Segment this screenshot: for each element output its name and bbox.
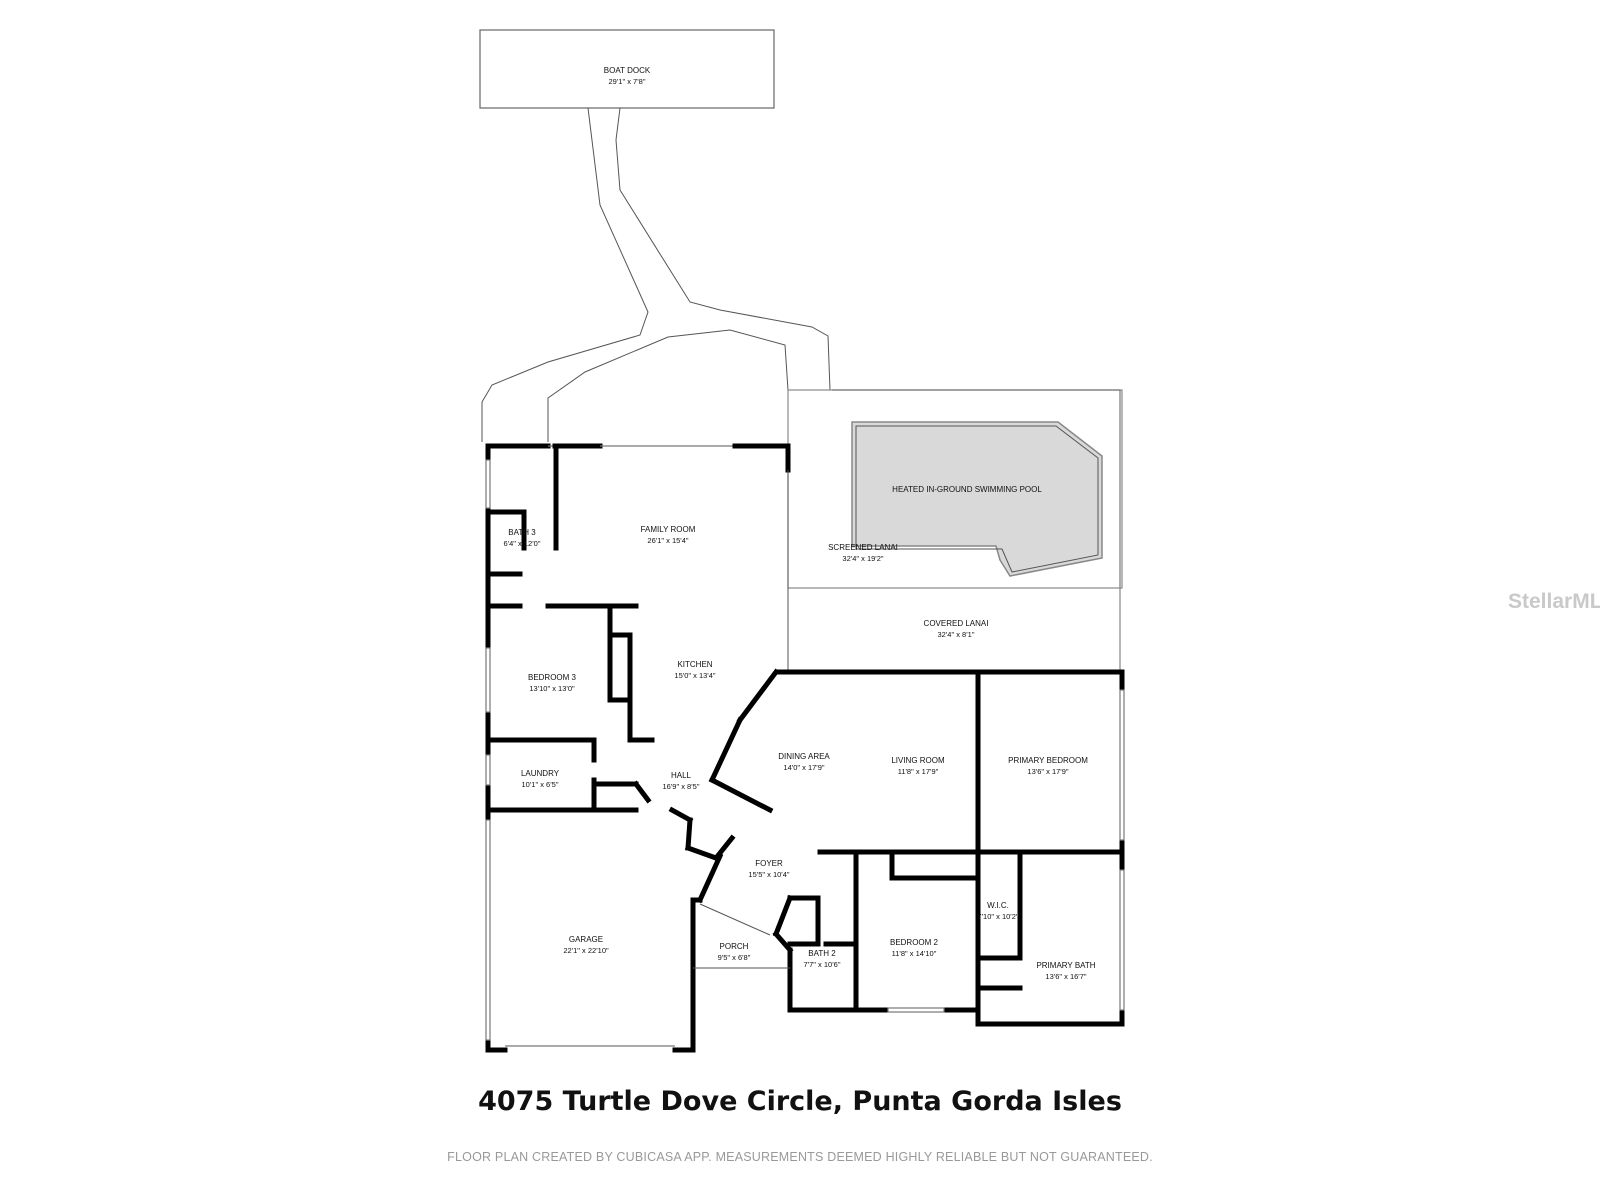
pool-shape (851, 421, 1103, 577)
primary-bedroom-label: PRIMARY BEDROOM (1008, 756, 1088, 765)
pool-label: HEATED IN-GROUND SWIMMING POOL (892, 485, 1042, 494)
floor-plan-disclaimer: FLOOR PLAN CREATED BY CUBICASA APP. MEAS… (447, 1150, 1153, 1164)
kitchen-label: KITCHEN (677, 660, 712, 669)
bedroom-3-dimensions: 13'10" x 13'0" (529, 684, 575, 693)
porch-label: PORCH (720, 942, 749, 951)
bath-3-label: BATH 3 (508, 528, 536, 537)
stellar-mls-watermark: StellarMLS (1508, 590, 1600, 613)
laundry-label: LAUNDRY (521, 769, 560, 778)
screened-lanai-label: SCREENED LANAI (828, 543, 898, 552)
covered-lanai-label: COVERED LANAI (924, 619, 989, 628)
living-room-dimensions: 11'8" x 17'9" (898, 767, 939, 776)
exterior-walls (485, 443, 1125, 1053)
foyer-label: FOYER (755, 859, 783, 868)
bedroom-2-dimensions: 11'8" x 14'10" (892, 949, 937, 958)
bedroom-2-label: BEDROOM 2 (890, 938, 939, 947)
family-room-dimensions: 26'1" x 15'4" (647, 536, 688, 545)
porch-dimensions: 9'5" x 6'8" (718, 953, 751, 962)
boat-dock-label: BOAT DOCK (604, 66, 651, 75)
primary-bath-label: PRIMARY BATH (1036, 961, 1095, 970)
garage-label: GARAGE (569, 935, 603, 944)
boat-dock-dimensions: 29'1" x 7'8" (609, 77, 646, 86)
bath-2-dimensions: 7'7" x 10'6" (804, 960, 841, 969)
interior-walls (485, 443, 1125, 1013)
bedroom-3-label: BEDROOM 3 (528, 673, 577, 682)
foyer-dimensions: 15'5" x 10'4" (748, 870, 789, 879)
living-room-label: LIVING ROOM (891, 756, 945, 765)
laundry-dimensions: 10'1" x 6'5" (522, 780, 559, 789)
dining-area-label: DINING AREA (778, 752, 830, 761)
windows (485, 459, 1125, 1041)
hall-dimensions: 16'9" x 8'5" (663, 782, 700, 791)
screened-lanai-dimensions: 32'4" x 19'2" (842, 554, 883, 563)
family-room-label: FAMILY ROOM (641, 525, 696, 534)
wic-label: W.I.C. (987, 901, 1009, 910)
dining-area-dimensions: 14'0" x 17'9" (783, 763, 824, 772)
walkway-outline (481, 107, 831, 442)
hall-label: HALL (671, 771, 692, 780)
wic-dimensions: 7'10" x 10'2" (977, 912, 1018, 921)
primary-bedroom-dimensions: 13'6" x 17'9" (1027, 767, 1068, 776)
garage-dimensions: 22'1" x 22'10" (563, 946, 609, 955)
covered-lanai-dimensions: 32'4" x 8'1" (938, 630, 975, 639)
boat-dock-outline (479, 29, 775, 109)
kitchen-dimensions: 15'0" x 13'4" (674, 671, 715, 680)
primary-bath-dimensions: 13'6" x 16'7" (1045, 972, 1086, 981)
bath-2-label: BATH 2 (808, 949, 836, 958)
bath-3-dimensions: 6'4" x 12'0" (504, 539, 541, 548)
property-address: 4075 Turtle Dove Circle, Punta Gorda Isl… (478, 1086, 1122, 1117)
